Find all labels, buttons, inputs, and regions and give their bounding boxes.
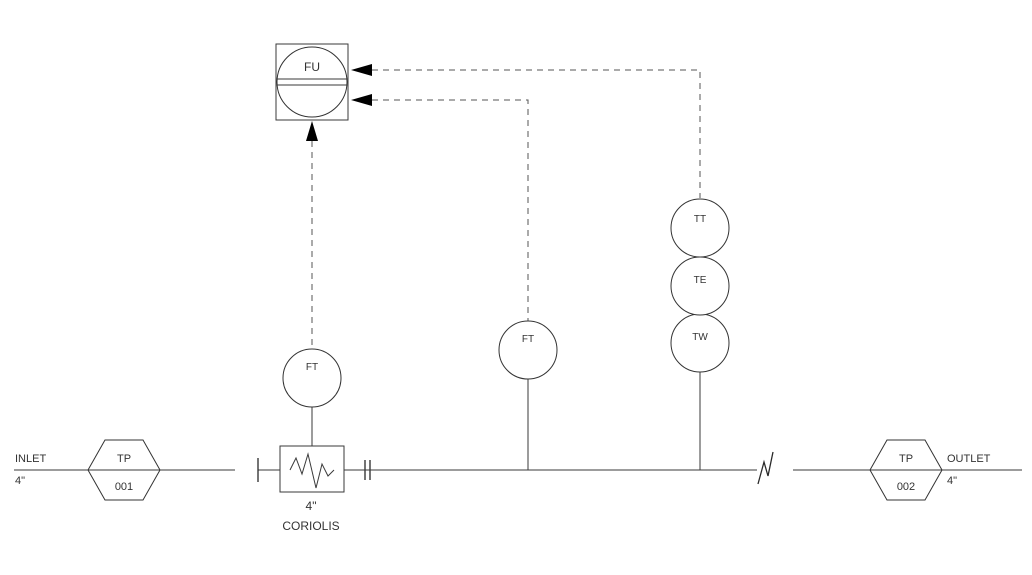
ft-second-tag: FT	[522, 334, 534, 345]
tw-circle	[670, 313, 730, 373]
outlet-size: 4"	[947, 475, 957, 487]
test-point-outlet-bottom: 002	[897, 481, 915, 493]
inlet-label: INLET	[15, 453, 46, 465]
te-circle	[670, 256, 730, 316]
test-point-outlet[interactable]: TP 002	[869, 439, 943, 501]
ft-second-circle	[498, 320, 558, 380]
tt-tag: TT	[694, 214, 706, 225]
inlet-size: 4"	[15, 475, 25, 487]
te-tag: TE	[694, 275, 707, 286]
outlet-label: OUTLET	[947, 453, 991, 465]
signal-arrows	[306, 64, 372, 141]
arrow-left-icon	[351, 64, 372, 76]
coriolis-coil-icon	[289, 452, 335, 489]
test-point-outlet-top: TP	[899, 453, 913, 465]
coriolis-label: CORIOLIS	[282, 519, 339, 533]
coriolis-meter[interactable]: 4" CORIOLIS	[279, 407, 345, 533]
ft-coriolis-tag: FT	[306, 362, 318, 373]
ft-coriolis-bubble[interactable]: FT	[282, 348, 342, 408]
tw-tag: TW	[692, 332, 708, 343]
arrow-up-icon	[306, 121, 318, 141]
ft-coriolis-circle	[282, 348, 342, 408]
signal-line-tt	[372, 69, 701, 198]
temperature-stack[interactable]: TW TE TT	[670, 198, 730, 470]
signal-line-ft-second	[372, 99, 529, 322]
coriolis-size: 4"	[306, 499, 317, 513]
ft-second-bubble[interactable]: FT	[498, 320, 558, 470]
tt-circle	[670, 198, 730, 258]
test-point-inlet-bottom: 001	[115, 481, 133, 493]
signal-lines	[311, 69, 701, 350]
pipe-break-icon	[757, 451, 774, 485]
test-point-inlet-top: TP	[117, 453, 131, 465]
flow-unit[interactable]: FU	[275, 43, 349, 121]
arrow-left-icon	[351, 94, 372, 106]
flow-unit-tag: FU	[304, 60, 320, 74]
flow-unit-circle	[276, 46, 348, 118]
test-point-inlet[interactable]: TP 001	[87, 439, 161, 501]
flow-unit-frame	[275, 43, 349, 121]
